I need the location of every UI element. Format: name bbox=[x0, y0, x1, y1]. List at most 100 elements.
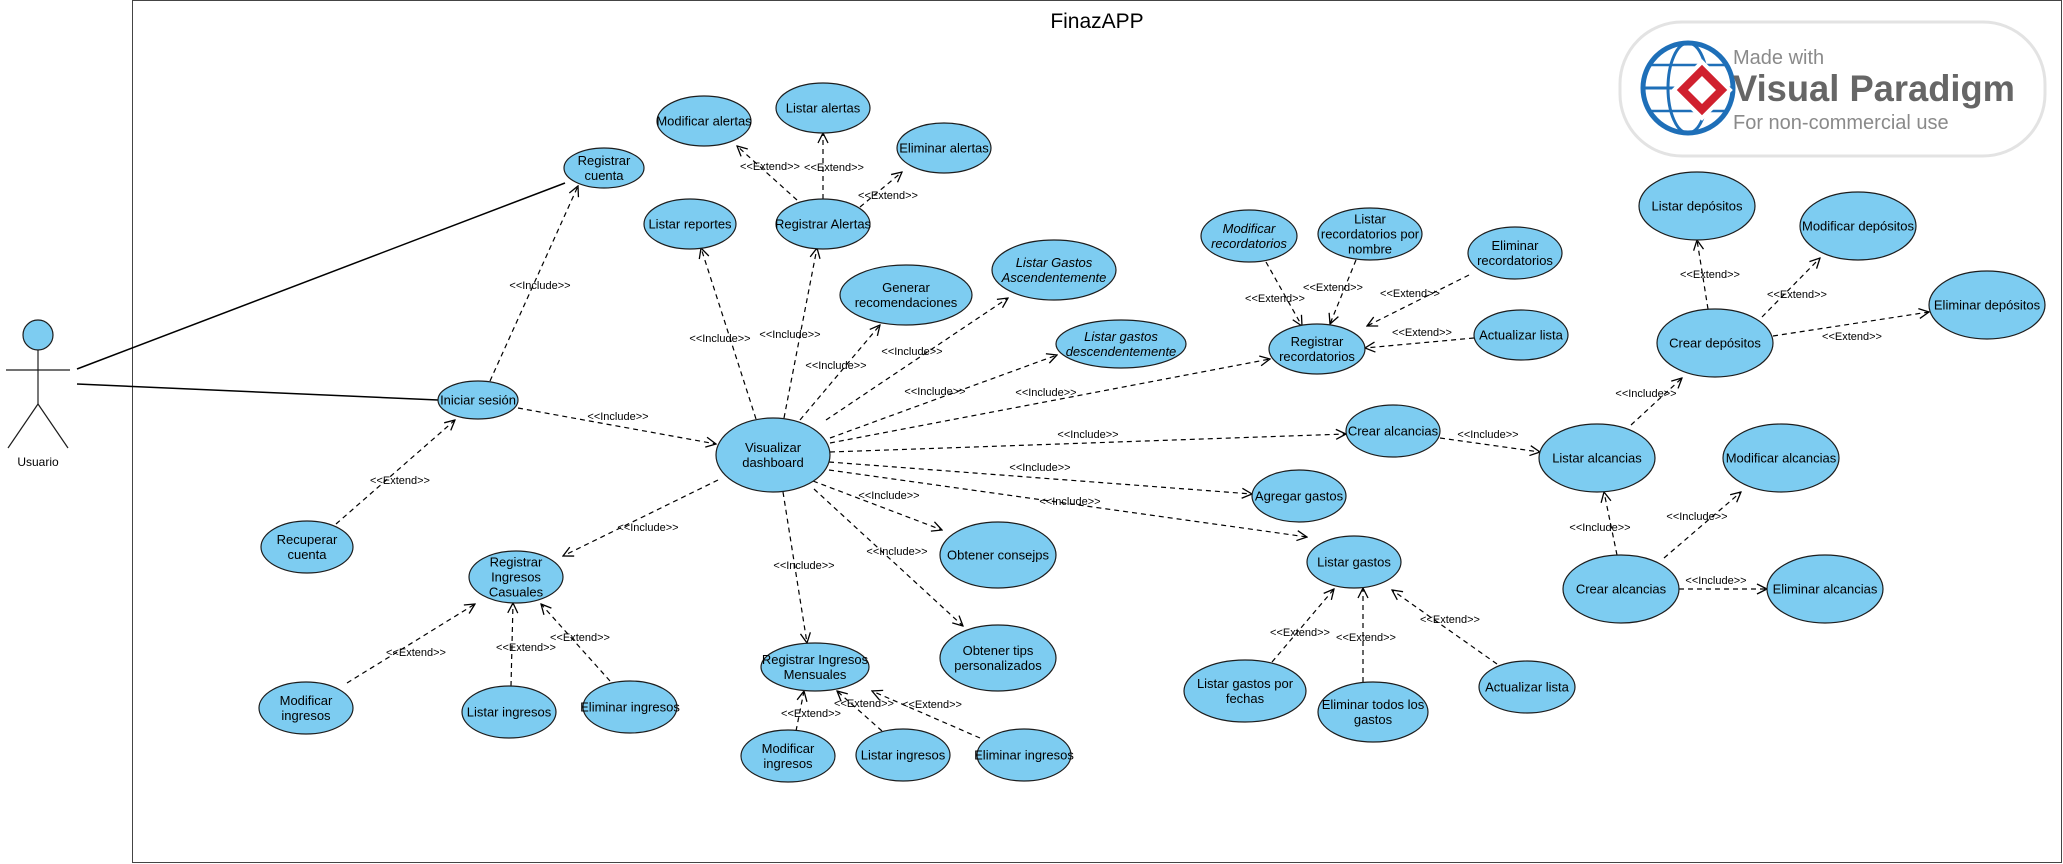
use-case-listar-gastos[interactable]: Listar gastos bbox=[1306, 535, 1402, 589]
use-case-eliminar-alcancias[interactable]: Eliminar alcancias bbox=[1766, 554, 1884, 624]
watermark-made-with: Made with bbox=[1733, 47, 1824, 69]
use-case-ellipse bbox=[1928, 270, 2046, 340]
use-case-label: Visualizar bbox=[745, 440, 802, 455]
use-case-label: Listar alertas bbox=[786, 101, 861, 116]
use-case-modificar-depositos[interactable]: Modificar depósitos bbox=[1799, 191, 1917, 261]
stick-figure-icon bbox=[6, 319, 70, 449]
use-case-listar-depositos[interactable]: Listar depósitos bbox=[1638, 171, 1756, 241]
use-case-modificar-alertas[interactable]: Modificar alertas bbox=[656, 95, 752, 147]
use-case-label: Ascendentemente bbox=[1001, 270, 1107, 285]
use-case-registrar-alertas[interactable]: Registrar Alertas bbox=[775, 198, 872, 250]
extend-relationship-line bbox=[1330, 259, 1357, 324]
use-case-ellipse bbox=[1766, 554, 1884, 624]
use-case-label: recordatorios bbox=[1211, 236, 1287, 251]
include-relationship-line bbox=[701, 248, 757, 420]
use-case-ellipse bbox=[1478, 660, 1576, 714]
use-case-ellipse bbox=[1251, 469, 1347, 523]
extend-relationship-line bbox=[872, 691, 981, 739]
use-case-actualizar-lista-recordatorios[interactable]: Actualizar lista bbox=[1473, 309, 1569, 361]
use-case-iniciar-sesion[interactable]: Iniciar sesión bbox=[437, 380, 519, 420]
include-stereotype-label: <<Include>> bbox=[587, 411, 648, 423]
use-case-label: Modificar bbox=[762, 741, 815, 756]
include-stereotype-label: <<Include>> bbox=[1015, 387, 1076, 399]
include-stereotype-label: <<Include>> bbox=[858, 490, 919, 502]
use-case-agregar-gastos[interactable]: Agregar gastos bbox=[1251, 469, 1347, 523]
use-case-ellipse bbox=[839, 264, 973, 326]
globe-logo-icon bbox=[1640, 40, 1736, 136]
include-relationship-line bbox=[1630, 378, 1682, 426]
use-case-eliminar-depositos[interactable]: Eliminar depósitos bbox=[1928, 270, 2046, 340]
use-case-label: Listar gastos por bbox=[1197, 676, 1294, 691]
relationship-labels: <<Include>> <<Extend>> <<Include>> <<Includ… bbox=[370, 161, 1882, 720]
include-stereotype-label: <<Include>> bbox=[1666, 511, 1727, 523]
use-case-ellipse bbox=[760, 642, 870, 692]
use-case-listar-ingresos-casuales[interactable]: Listar ingresos bbox=[461, 685, 557, 739]
watermark-brand: Visual Paradigm bbox=[1733, 68, 2015, 109]
system-title: FinazAPP bbox=[1050, 10, 1143, 33]
use-case-label: Eliminar ingresos bbox=[580, 700, 680, 715]
use-case-label: descendentemente bbox=[1066, 344, 1177, 359]
use-case-label: Listar depósitos bbox=[1651, 199, 1743, 214]
use-case-crear-alcancias-top[interactable]: Crear alcancias bbox=[1345, 404, 1441, 458]
include-stereotype-label: <<Include>> bbox=[1685, 575, 1746, 587]
use-case-label: Eliminar depósitos bbox=[1934, 298, 2041, 313]
use-case-eliminar-ingresos-casuales[interactable]: Eliminar ingresos bbox=[580, 680, 680, 734]
extend-stereotype-label: <<Extend>> bbox=[902, 699, 962, 711]
use-case-obtener-consejos[interactable]: Obtener consejps bbox=[939, 521, 1057, 589]
use-case-label: Eliminar alcancias bbox=[1773, 582, 1878, 597]
include-stereotype-label: <<Include>> bbox=[617, 522, 678, 534]
use-case-modificar-alcancias[interactable]: Modificar alcancias bbox=[1722, 423, 1840, 493]
use-case-ellipse bbox=[775, 198, 871, 250]
use-case-ellipse bbox=[461, 685, 557, 739]
use-case-label: Obtener tips bbox=[963, 643, 1034, 658]
use-case-eliminar-alertas[interactable]: Eliminar alertas bbox=[896, 122, 992, 174]
use-case-listar-ingresos-mensuales[interactable]: Listar ingresos bbox=[855, 728, 951, 782]
use-case-label: Registrar bbox=[1291, 334, 1344, 349]
extend-stereotype-label: <<Extend>> bbox=[1270, 627, 1330, 639]
actor-usuario[interactable]: Usuario bbox=[6, 319, 70, 469]
use-case-ellipse bbox=[1317, 681, 1429, 743]
use-case-label: Eliminar ingresos bbox=[974, 748, 1074, 763]
use-case-label: Listar bbox=[1354, 212, 1386, 227]
use-case-listar-reportes[interactable]: Listar reportes bbox=[643, 198, 737, 250]
include-stereotype-label: <<Include>> bbox=[881, 346, 942, 358]
use-case-label: Registrar bbox=[578, 153, 631, 168]
extend-stereotype-label: <<Extend>> bbox=[386, 647, 446, 659]
extend-stereotype-label: <<Extend>> bbox=[496, 642, 556, 654]
extend-stereotype-label: <<Extend>> bbox=[1380, 288, 1440, 300]
use-case-label: Modificar alcancias bbox=[1726, 451, 1837, 466]
use-case-eliminar-ingresos-mensuales[interactable]: Eliminar ingresos bbox=[974, 728, 1074, 782]
use-case-listar-alertas[interactable]: Listar alertas bbox=[775, 82, 871, 134]
use-case-crear-depositos[interactable]: Crear depósitos bbox=[1656, 308, 1774, 378]
use-case-ellipse bbox=[740, 729, 836, 783]
use-case-listar-alcancias[interactable]: Listar alcancias bbox=[1538, 423, 1656, 493]
use-case-ellipse bbox=[1345, 404, 1441, 458]
use-case-ellipse bbox=[1317, 207, 1423, 261]
use-case-actualizar-lista-gastos[interactable]: Actualizar lista bbox=[1478, 660, 1576, 714]
extend-stereotype-label: <<Extend>> bbox=[1336, 632, 1396, 644]
extend-stereotype-label: <<Extend>> bbox=[740, 161, 800, 173]
use-case-ellipse bbox=[260, 520, 354, 574]
use-case-ellipse bbox=[468, 550, 564, 604]
use-case-ellipse bbox=[775, 82, 871, 134]
use-case-ellipse bbox=[939, 624, 1057, 692]
use-case-label: recordatorios bbox=[1279, 349, 1355, 364]
use-case-crear-alcancias-bottom[interactable]: Crear alcancias bbox=[1562, 554, 1680, 624]
